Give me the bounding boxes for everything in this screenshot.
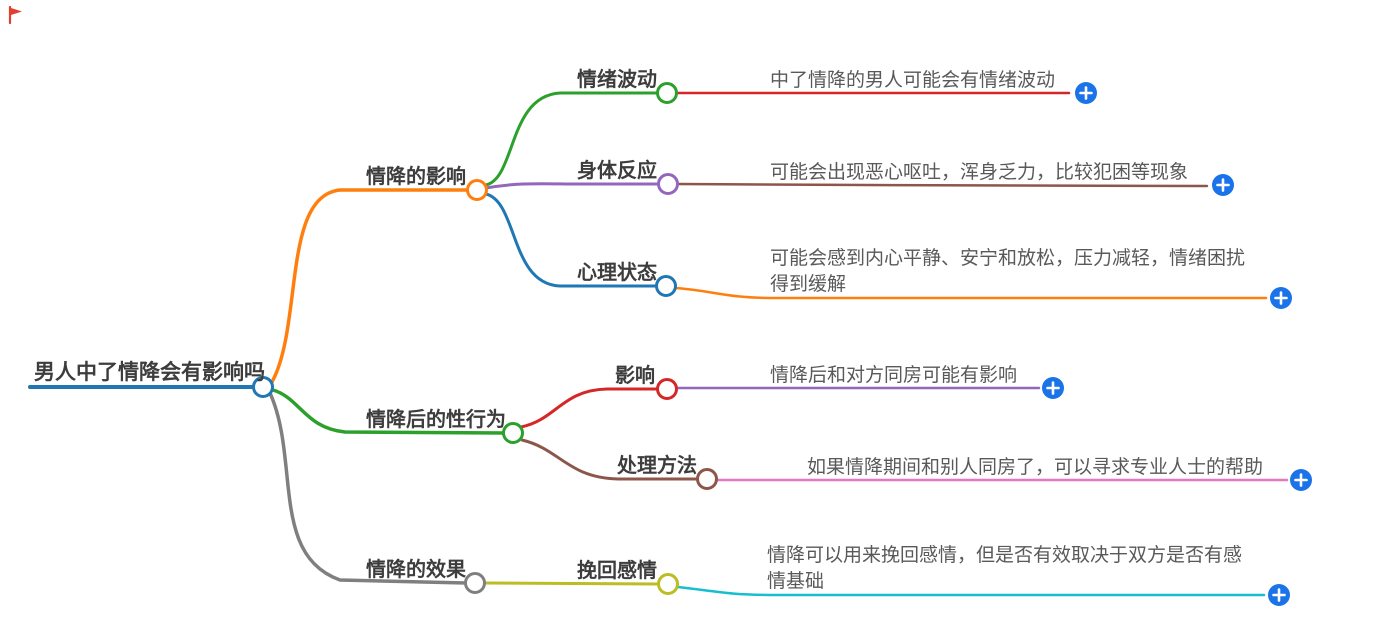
child1-2-node-circle[interactable] [657, 173, 679, 195]
child2-1-node-circle[interactable] [656, 378, 678, 400]
add-node-button[interactable] [1290, 469, 1312, 491]
add-node-button[interactable] [1212, 174, 1234, 196]
leaf6-text[interactable]: 情降可以用来挽回感情，但是否有效取决于双方是否有感 情基础 [767, 543, 1242, 595]
connector-branch1-child2 [484, 182, 661, 190]
child3-1-label[interactable]: 挽回感情 [577, 560, 657, 582]
connector-branch3-child1 [483, 581, 659, 586]
branch3-node-circle[interactable] [464, 572, 486, 594]
leaf3-text[interactable]: 可能会感到内心平静、安宁和放松，压力减轻，情绪困扰 得到缓解 [770, 246, 1245, 298]
child1-1-label[interactable]: 情绪波动 [577, 69, 657, 91]
add-buttons [1042, 82, 1312, 606]
leaf1-text[interactable]: 中了情降的男人可能会有情绪波动 [770, 68, 1055, 94]
connector-branch1-child1 [484, 91, 660, 187]
child1-3-node-circle[interactable] [655, 275, 677, 297]
child2-2-label[interactable]: 处理方法 [617, 455, 697, 477]
connector-root-branch2 [271, 388, 506, 435]
connector-root-branch1 [270, 188, 470, 384]
red-flag-icon [8, 6, 22, 24]
leaf-line-3 [674, 286, 1268, 300]
connector-branch2-child1 [519, 387, 659, 429]
connector-root-branch3 [268, 391, 468, 585]
add-node-button[interactable] [1268, 584, 1290, 606]
branch1-node-circle[interactable] [466, 179, 488, 201]
child2-1-label[interactable]: 影响 [615, 365, 655, 387]
child2-2-node-circle[interactable] [696, 468, 718, 490]
connector-branch2-child2 [520, 438, 699, 481]
leaf2-text[interactable]: 可能会出现恶心呕吐，浑身乏力，比较犯困等现象 [770, 160, 1188, 186]
leaf5-line1: 如果情降期间和别人同房了，可以寻求专业人士的帮助 [807, 457, 1264, 478]
leaf1-line1: 中了情降的男人可能会有情绪波动 [770, 70, 1056, 91]
leaf3-line2: 得到缓解 [770, 274, 847, 295]
leaf6-line1: 情降可以用来挽回感情，但是否有效取决于双方是否有感 [767, 545, 1243, 566]
branch1-label[interactable]: 情降的影响 [366, 166, 466, 188]
leaf4-line1: 情降后和对方同房可能有影响 [770, 365, 1018, 386]
connector-branch1-child3 [484, 192, 658, 288]
leaf-line-6 [676, 585, 1266, 597]
child3-1-node-circle[interactable] [657, 573, 679, 595]
branch2-label[interactable]: 情降后的性行为 [366, 409, 506, 431]
add-node-button[interactable] [1075, 82, 1097, 104]
leaf6-line2: 情基础 [767, 571, 825, 592]
leaf2-line1: 可能会出现恶心呕吐，浑身乏力，比较犯困等现象 [770, 162, 1189, 183]
child1-3-label[interactable]: 心理状态 [577, 262, 657, 284]
branch2-node-circle[interactable] [502, 422, 524, 444]
root-node-label[interactable]: 男人中了情降会有影响吗 [34, 361, 265, 384]
leaf-line-2 [676, 182, 1209, 188]
branch3-label[interactable]: 情降的效果 [366, 559, 466, 581]
add-node-button[interactable] [1042, 377, 1064, 399]
child1-2-label[interactable]: 身体反应 [577, 160, 657, 182]
leaf3-line1: 可能会感到内心平静、安宁和放松，压力减轻，情绪困扰 [770, 248, 1246, 269]
add-node-button[interactable] [1270, 287, 1292, 309]
child1-1-node-circle[interactable] [656, 82, 678, 104]
leaf5-text[interactable]: 如果情降期间和别人同房了，可以寻求专业人士的帮助 [807, 455, 1263, 481]
root-node-circle[interactable] [252, 376, 274, 398]
leaf4-text[interactable]: 情降后和对方同房可能有影响 [770, 363, 1017, 389]
